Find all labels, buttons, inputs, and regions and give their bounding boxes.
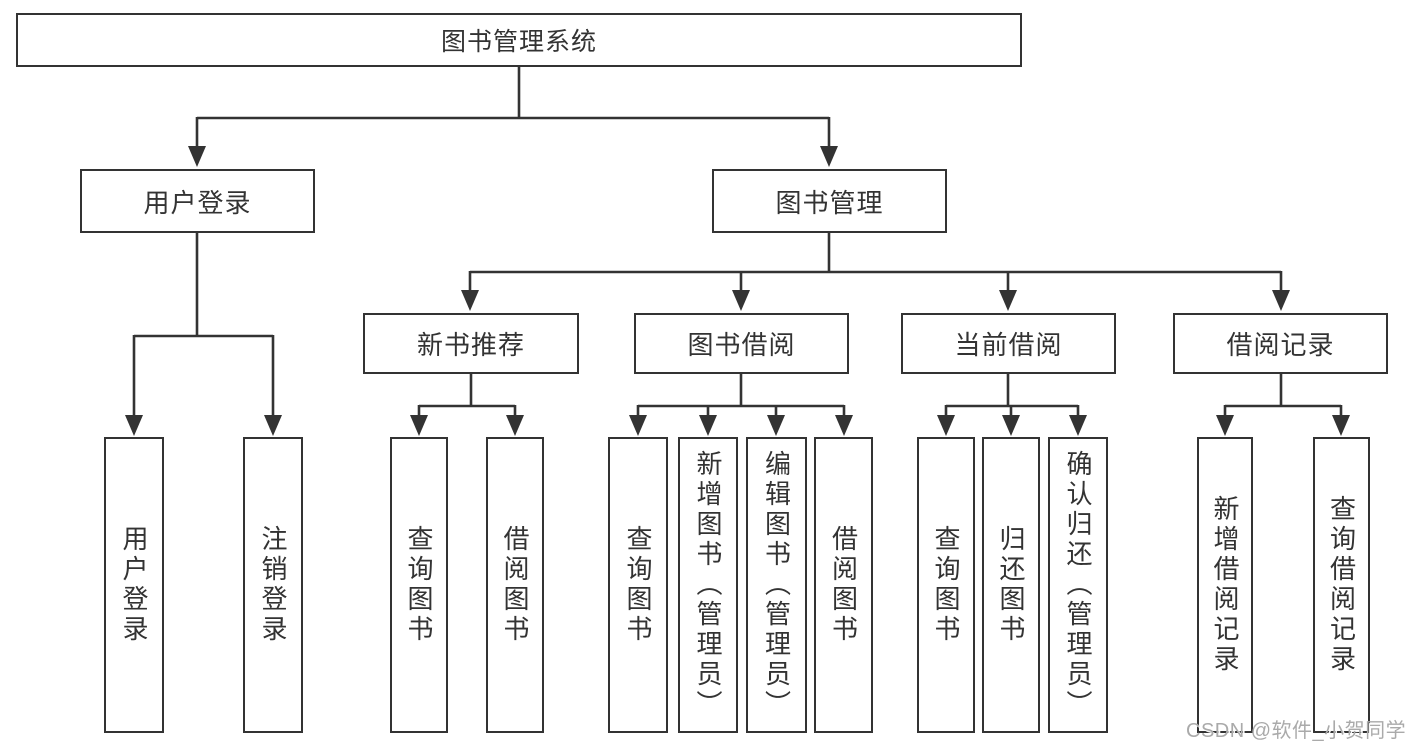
node-book-management: 图书管理 [712,169,947,233]
leaf-recommend-borrow-book-label: 借阅图书 [500,525,530,645]
leaf-user-login: 用户登录 [104,437,164,733]
leaf-query-borrow-record: 查询借阅记录 [1313,437,1370,733]
leaf-query-borrow-record-label: 查询借阅记录 [1326,495,1357,675]
leaf-recommend-query-book: 查询图书 [390,437,448,733]
watermark: CSDN @软件_小贺同学 [1186,720,1405,742]
leaf-add-borrow-record: 新增借阅记录 [1197,437,1253,733]
leaf-logout-label: 注销登录 [258,525,288,645]
node-book-borrow: 图书借阅 [634,313,849,374]
node-root-label: 图书管理系统 [440,28,597,56]
leaf-add-book-admin-label: 新增图书（管理员） [693,450,723,720]
node-user-login: 用户登录 [80,169,315,233]
leaf-add-borrow-record-label: 新增借阅记录 [1210,495,1240,675]
leaf-edit-book-admin-label: 编辑图书（管理员） [761,450,792,720]
leaf-confirm-return-admin-label: 确认归还（管理员） [1063,450,1093,720]
node-borrow-records-label: 借阅记录 [1226,330,1335,360]
node-book-management-label: 图书管理 [775,187,884,218]
leaf-return-book: 归还图书 [982,437,1040,733]
leaf-borrow-query-book: 查询图书 [608,437,668,733]
leaf-add-book-admin: 新增图书（管理员） [678,437,738,733]
node-new-book-recommend-label: 新书推荐 [416,330,525,360]
leaf-borrow-query-book-label: 查询图书 [623,525,653,645]
leaf-confirm-return-admin: 确认归还（管理员） [1048,437,1108,733]
leaf-user-login-label: 用户登录 [119,525,149,645]
node-book-borrow-label: 图书借阅 [687,330,796,360]
arrowheads [125,146,1350,436]
node-new-book-recommend: 新书推荐 [363,313,579,374]
node-current-borrow: 当前借阅 [901,313,1116,374]
leaf-current-query-book-label: 查询图书 [931,525,961,645]
leaf-borrow-book-label: 借阅图书 [828,525,859,645]
leaf-recommend-query-book-label: 查询图书 [404,525,434,645]
leaf-recommend-borrow-book: 借阅图书 [486,437,544,733]
node-root: 图书管理系统 [16,13,1022,67]
node-borrow-records: 借阅记录 [1173,313,1388,374]
leaf-edit-book-admin: 编辑图书（管理员） [746,437,807,733]
leaf-return-book-label: 归还图书 [996,525,1026,645]
node-user-login-label: 用户登录 [143,187,252,218]
node-current-borrow-label: 当前借阅 [954,330,1063,360]
leaf-current-query-book: 查询图书 [917,437,975,733]
leaf-logout: 注销登录 [243,437,303,733]
leaf-borrow-book: 借阅图书 [814,437,873,733]
